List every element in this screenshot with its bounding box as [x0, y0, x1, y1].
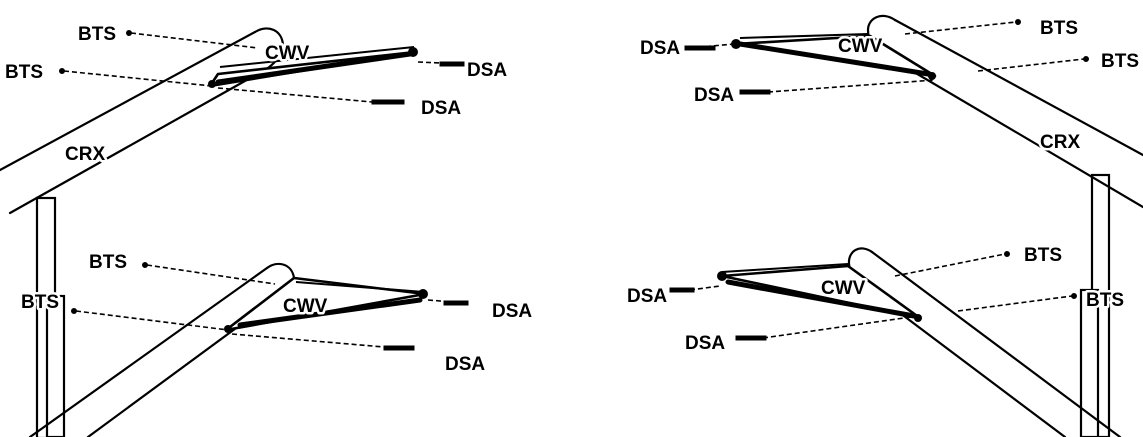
label-cwv: CWV — [838, 36, 883, 57]
screw-icon — [71, 308, 77, 314]
label-dsa: DSA — [421, 98, 461, 119]
label-cwv: CWV — [283, 296, 328, 317]
crossbar-tube — [28, 262, 296, 437]
bolt-icon — [684, 45, 716, 51]
label-bts: BTS — [89, 252, 127, 273]
label-bts: BTS — [1101, 51, 1139, 72]
screw-icon — [1004, 251, 1010, 257]
label-bts: BTS — [5, 62, 43, 83]
leg-post — [45, 294, 66, 437]
label-bts: BTS — [21, 292, 59, 313]
label-dsa: DSA — [445, 354, 485, 375]
crossbar-tube — [847, 247, 1122, 437]
bolt-icon — [443, 300, 469, 306]
label-cwv: CWV — [265, 43, 310, 64]
label-crx: CRX — [65, 144, 105, 165]
leg-post — [1079, 288, 1100, 437]
panel-top-right: BTS BTS CWV DSA DSA CRX — [638, 14, 1143, 437]
label-bts: BTS — [78, 24, 116, 45]
screw-icon — [59, 68, 65, 74]
corner-bracket — [717, 263, 922, 322]
label-dsa: DSA — [492, 301, 532, 322]
corner-bracket — [731, 33, 937, 80]
corner-bracket — [208, 46, 418, 88]
label-dsa: DSA — [467, 60, 507, 81]
bolt-icon — [735, 335, 767, 341]
corner-bracket — [224, 276, 428, 333]
label-bts: BTS — [1024, 245, 1062, 266]
panel-bottom-left: BTS BTS CWV DSA DSA — [19, 250, 535, 437]
label-crx: CRX — [1040, 132, 1080, 153]
bolt-icon — [383, 345, 415, 351]
label-bts: BTS — [1040, 18, 1078, 39]
screw-icon — [126, 30, 132, 36]
screw-icon — [1083, 56, 1089, 62]
panel-top-left: BTS BTS CWV DSA DSA CRX — [0, 22, 510, 437]
bolt-icon — [371, 99, 405, 105]
label-dsa: DSA — [685, 333, 725, 354]
label-dsa: DSA — [627, 286, 667, 307]
screw-icon — [1071, 293, 1077, 299]
crossbar-tube — [0, 27, 285, 215]
bolt-icon — [669, 287, 695, 293]
screw-icon — [1015, 19, 1021, 25]
label-dsa: DSA — [640, 38, 680, 59]
bolt-icon — [439, 61, 465, 67]
screw-icon — [142, 262, 148, 268]
label-cwv: CWV — [821, 278, 866, 299]
bolt-icon — [739, 89, 771, 95]
label-dsa: DSA — [694, 85, 734, 106]
panel-bottom-right: BTS BTS CWV DSA DSA — [625, 243, 1127, 437]
label-bts: BTS — [1086, 290, 1124, 311]
